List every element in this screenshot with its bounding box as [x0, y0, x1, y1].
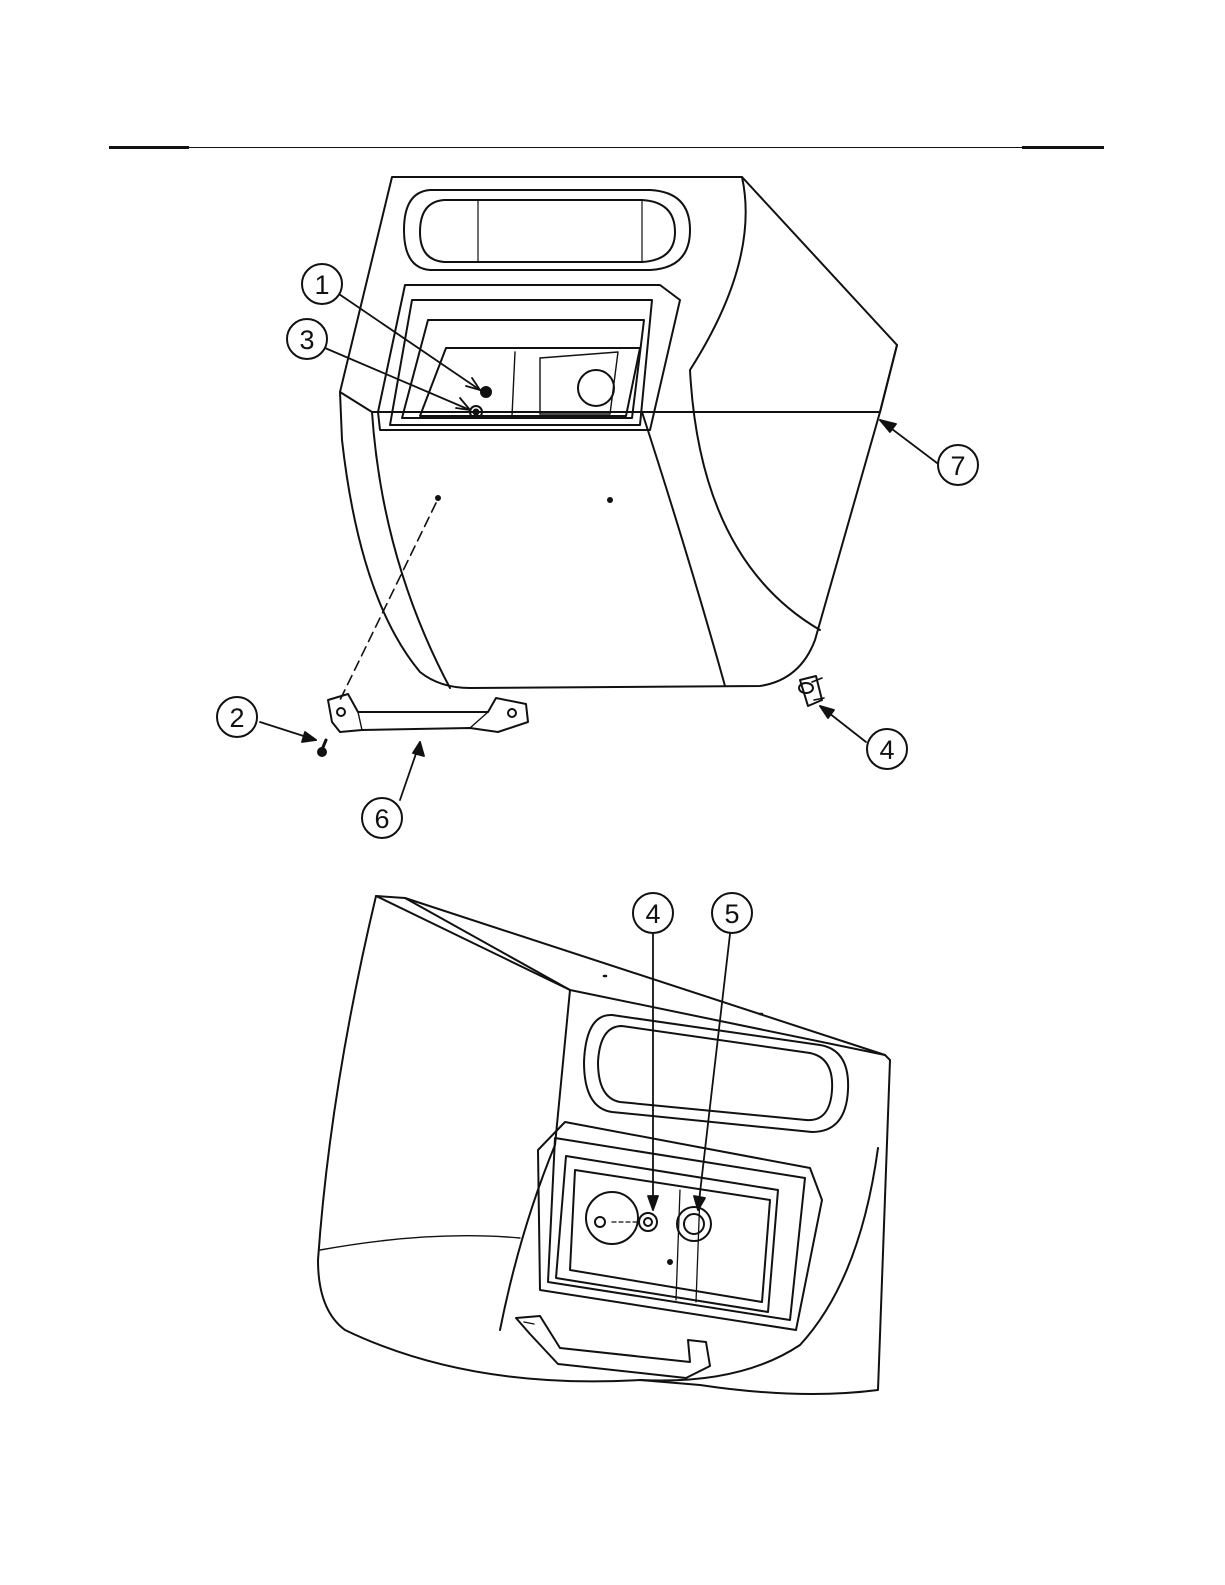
svg-text:3: 3	[299, 325, 314, 355]
leader-lines-bottom	[648, 934, 730, 1210]
svg-text:5: 5	[724, 899, 739, 929]
callout-6: 6	[362, 798, 402, 838]
svg-text:2: 2	[229, 703, 244, 733]
callout-1: 1	[302, 264, 342, 304]
callout-4-bottom: 4	[633, 893, 673, 933]
svg-text:4: 4	[879, 735, 894, 765]
screw-part	[318, 740, 326, 756]
binding-post-part	[799, 676, 824, 706]
svg-text:7: 7	[950, 451, 965, 481]
callout-3: 3	[287, 319, 327, 359]
svg-text:6: 6	[374, 804, 389, 834]
callout-7: 7	[938, 445, 978, 485]
handle-bracket-part	[328, 694, 528, 732]
cabinet-top-view	[340, 177, 897, 700]
callout-2: 2	[217, 697, 257, 737]
svg-text:4: 4	[645, 899, 660, 929]
svg-text:1: 1	[314, 270, 329, 300]
callout-4-top: 4	[867, 729, 907, 769]
callout-5: 5	[712, 893, 752, 933]
cabinet-bottom-view	[318, 896, 890, 1394]
